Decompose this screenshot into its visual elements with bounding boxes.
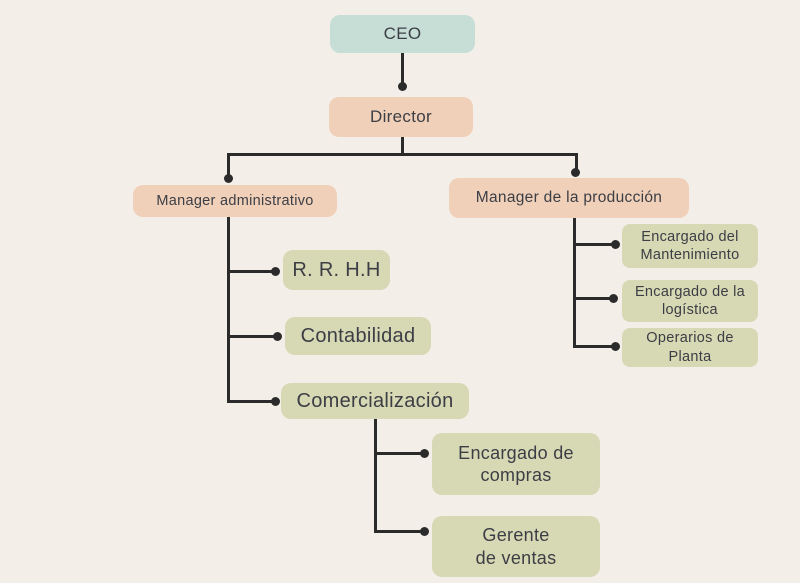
node-comercializacion[interactable]: Comercialización <box>281 383 469 419</box>
connector-manager-admin-dot <box>224 174 233 183</box>
connector-mantenimiento-line <box>576 243 612 246</box>
node-director-label: Director <box>370 107 432 127</box>
node-encargado-compras[interactable]: Encargado de compras <box>432 433 600 495</box>
connector-compras-dot <box>420 449 429 458</box>
node-ceo[interactable]: CEO <box>330 15 475 53</box>
connector-ceo-director-dot <box>398 82 407 91</box>
connector-director-stem-line <box>401 137 404 155</box>
connector-admin-trunk-line <box>227 217 230 403</box>
node-rrhh[interactable]: R. R. H.H <box>283 250 390 290</box>
connector-rrhh-dot <box>271 267 280 276</box>
connector-manager-prod-drop-line <box>575 153 578 172</box>
connector-manager-admin-drop-line <box>227 153 230 178</box>
connector-operarios-dot <box>611 342 620 351</box>
node-encargado-mantenimiento[interactable]: Encargado del Mantenimiento <box>622 224 758 268</box>
node-encargado-compras-label: Encargado de compras <box>458 442 574 486</box>
connector-comercializacion-trunk-line <box>374 419 377 533</box>
node-encargado-logistica[interactable]: Encargado de la logística <box>622 280 758 322</box>
connector-compras-line <box>377 452 421 455</box>
connector-comercializacion-line <box>227 400 272 403</box>
connector-operarios-line <box>573 345 612 348</box>
node-manager-produccion[interactable]: Manager de la producción <box>449 178 689 218</box>
node-operarios-planta-label: Operarios de Planta <box>646 330 734 365</box>
connector-rrhh-line <box>230 270 272 273</box>
node-contabilidad[interactable]: Contabilidad <box>285 317 431 355</box>
connector-prod-trunk-line <box>573 218 576 348</box>
connector-managers-crossbar-line <box>227 153 578 156</box>
node-manager-produccion-label: Manager de la producción <box>475 189 663 207</box>
node-operarios-planta[interactable]: Operarios de Planta <box>622 328 758 367</box>
connector-comercializacion-dot <box>271 397 280 406</box>
connector-manager-prod-dot <box>571 168 580 177</box>
node-gerente-ventas-label: Gerente de ventas <box>475 525 557 568</box>
node-gerente-ventas[interactable]: Gerente de ventas <box>432 516 600 577</box>
node-encargado-logistica-label: Encargado de la logística <box>634 283 746 318</box>
node-comercializacion-label: Comercialización <box>296 389 454 412</box>
node-encargado-mantenimiento-label: Encargado del Mantenimiento <box>640 228 740 263</box>
connector-ventas-line <box>374 530 421 533</box>
node-ceo-label: CEO <box>383 24 422 44</box>
connector-mantenimiento-dot <box>611 240 620 249</box>
node-rrhh-label: R. R. H.H <box>292 258 381 281</box>
connector-ventas-dot <box>420 527 429 536</box>
node-manager-administrativo-label: Manager administrativo <box>156 192 314 209</box>
node-manager-administrativo[interactable]: Manager administrativo <box>133 185 337 217</box>
connector-ceo-director-line <box>401 53 404 84</box>
connector-contabilidad-dot <box>273 332 282 341</box>
node-contabilidad-label: Contabilidad <box>300 324 416 347</box>
connector-logistica-dot <box>609 294 618 303</box>
node-director[interactable]: Director <box>329 97 473 137</box>
connector-contabilidad-line <box>230 335 274 338</box>
connector-logistica-line <box>576 297 610 300</box>
